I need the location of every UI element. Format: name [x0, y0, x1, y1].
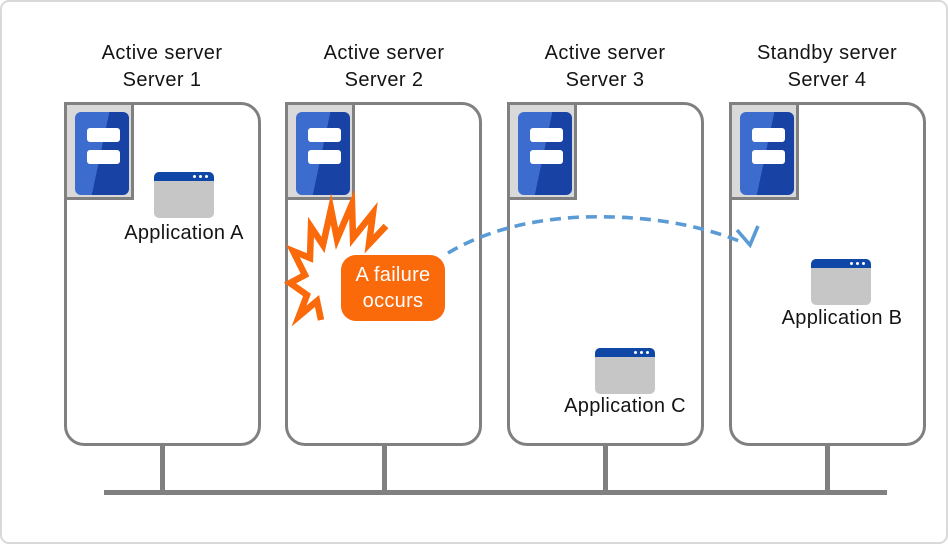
server-4-heading: Standby server Server 4	[717, 40, 937, 94]
application-c-label: Application C	[564, 395, 686, 417]
server-3-name: Server 3	[565, 69, 645, 91]
server-4-network-link	[825, 446, 830, 492]
server-3-network-link	[603, 446, 608, 492]
server-2-name: Server 2	[344, 69, 424, 91]
app-window-titlebar	[595, 348, 655, 357]
server-2-network-link	[382, 446, 387, 492]
server-3-role: Active server	[544, 42, 666, 64]
server-1-role: Active server	[101, 42, 223, 64]
server-4-role: Standby server	[756, 42, 898, 64]
server-4-name: Server 4	[787, 69, 867, 91]
app-window-icon	[595, 348, 655, 394]
failure-callout-line1: A failure	[355, 264, 431, 286]
server-2-heading: Active server Server 2	[274, 40, 494, 94]
server-2-role: Active server	[323, 42, 445, 64]
failure-callout: A failure occurs	[341, 255, 445, 321]
server-1-heading: Active server Server 1	[52, 40, 272, 94]
app-window-titlebar	[154, 172, 214, 181]
server-3-heading: Active server Server 3	[495, 40, 715, 94]
app-window-icon	[811, 259, 871, 305]
server-1-name: Server 1	[122, 69, 202, 91]
network-bus-line	[104, 490, 887, 495]
server-tower-icon	[740, 112, 794, 195]
window-dots-icon	[862, 262, 865, 265]
server-icon	[64, 102, 134, 200]
window-dots-icon	[205, 175, 208, 178]
server-icon	[285, 102, 355, 200]
app-window-titlebar	[811, 259, 871, 268]
application-b-label: Application B	[781, 307, 903, 329]
application-a-label: Application A	[124, 222, 244, 244]
server-1-network-link	[160, 446, 165, 492]
server-icon	[729, 102, 799, 200]
app-window-icon	[154, 172, 214, 218]
failure-callout-line2: occurs	[362, 290, 424, 312]
server-tower-icon	[75, 112, 129, 195]
server-tower-icon	[296, 112, 350, 195]
window-dots-icon	[646, 351, 649, 354]
server-icon	[507, 102, 577, 200]
server-tower-icon	[518, 112, 572, 195]
